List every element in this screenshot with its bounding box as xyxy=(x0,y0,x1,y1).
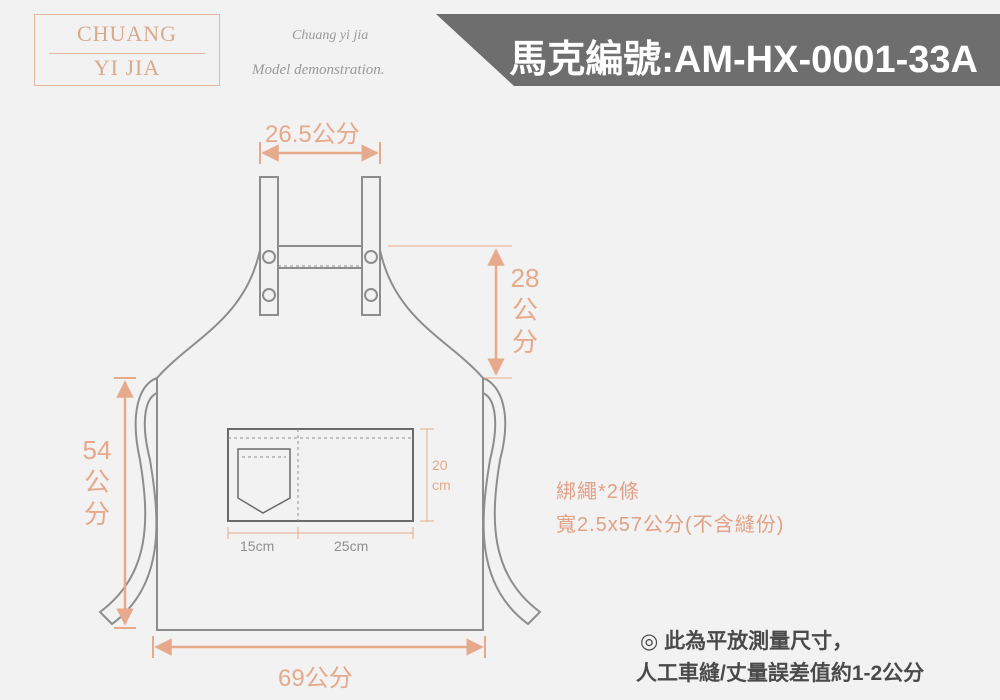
bib-height-unit-2: 分 xyxy=(511,327,538,357)
pocket-height-unit: cm xyxy=(432,477,451,493)
measure-note-line-2: 人工車縫/丈量誤差值約1-2公分 xyxy=(636,662,925,685)
snap-button xyxy=(364,288,378,302)
left-tie-string xyxy=(98,376,162,626)
strap-note-line-2: 寬2.5x57公分(不含縫份) xyxy=(556,514,785,536)
tagline-line-1: Chuang yi jia xyxy=(292,28,369,43)
logo-divider xyxy=(49,53,205,54)
pocket-right-width-label: 25cm xyxy=(334,538,369,554)
small-pocket xyxy=(237,448,291,514)
right-tie-string xyxy=(478,376,542,626)
tagline-line-2: Model demonstration. xyxy=(252,62,385,78)
pocket-height-label: 20 cm xyxy=(432,455,451,495)
body-height-unit-1: 公 xyxy=(83,467,110,497)
body-height-value: 54 xyxy=(82,435,112,465)
snap-button xyxy=(262,250,276,264)
body-height-unit-2: 分 xyxy=(83,499,110,529)
right-neck-strap xyxy=(361,176,381,316)
bib-height-unit-1: 公 xyxy=(511,295,538,325)
brand-logo: CHUANG YI JIA xyxy=(34,14,220,86)
model-number-text: 馬克編號:AM-HX-0001-33A xyxy=(509,39,978,81)
body-height-label: 54 公 分 xyxy=(80,434,114,530)
pocket-height-value: 20 xyxy=(432,457,448,473)
pocket-left-width-label: 15cm xyxy=(240,538,275,554)
measure-note-line-1: ◎ 此為平放測量尺寸， xyxy=(640,630,854,653)
bottom-width-label: 69公分 xyxy=(278,665,353,692)
top-width-label: 26.5公分 xyxy=(265,121,360,148)
strap-note-line-1: 綁繩*2條 xyxy=(556,481,640,503)
snap-button xyxy=(364,250,378,264)
logo-line-1: CHUANG xyxy=(76,21,178,46)
bib-height-value: 28 xyxy=(510,263,540,293)
model-number-banner: 馬克編號:AM-HX-0001-33A xyxy=(436,14,1000,86)
bib-height-label: 28 公 分 xyxy=(508,262,542,358)
logo-line-2: YI JIA xyxy=(93,55,161,80)
left-neck-strap xyxy=(259,176,279,316)
snap-button xyxy=(262,288,276,302)
